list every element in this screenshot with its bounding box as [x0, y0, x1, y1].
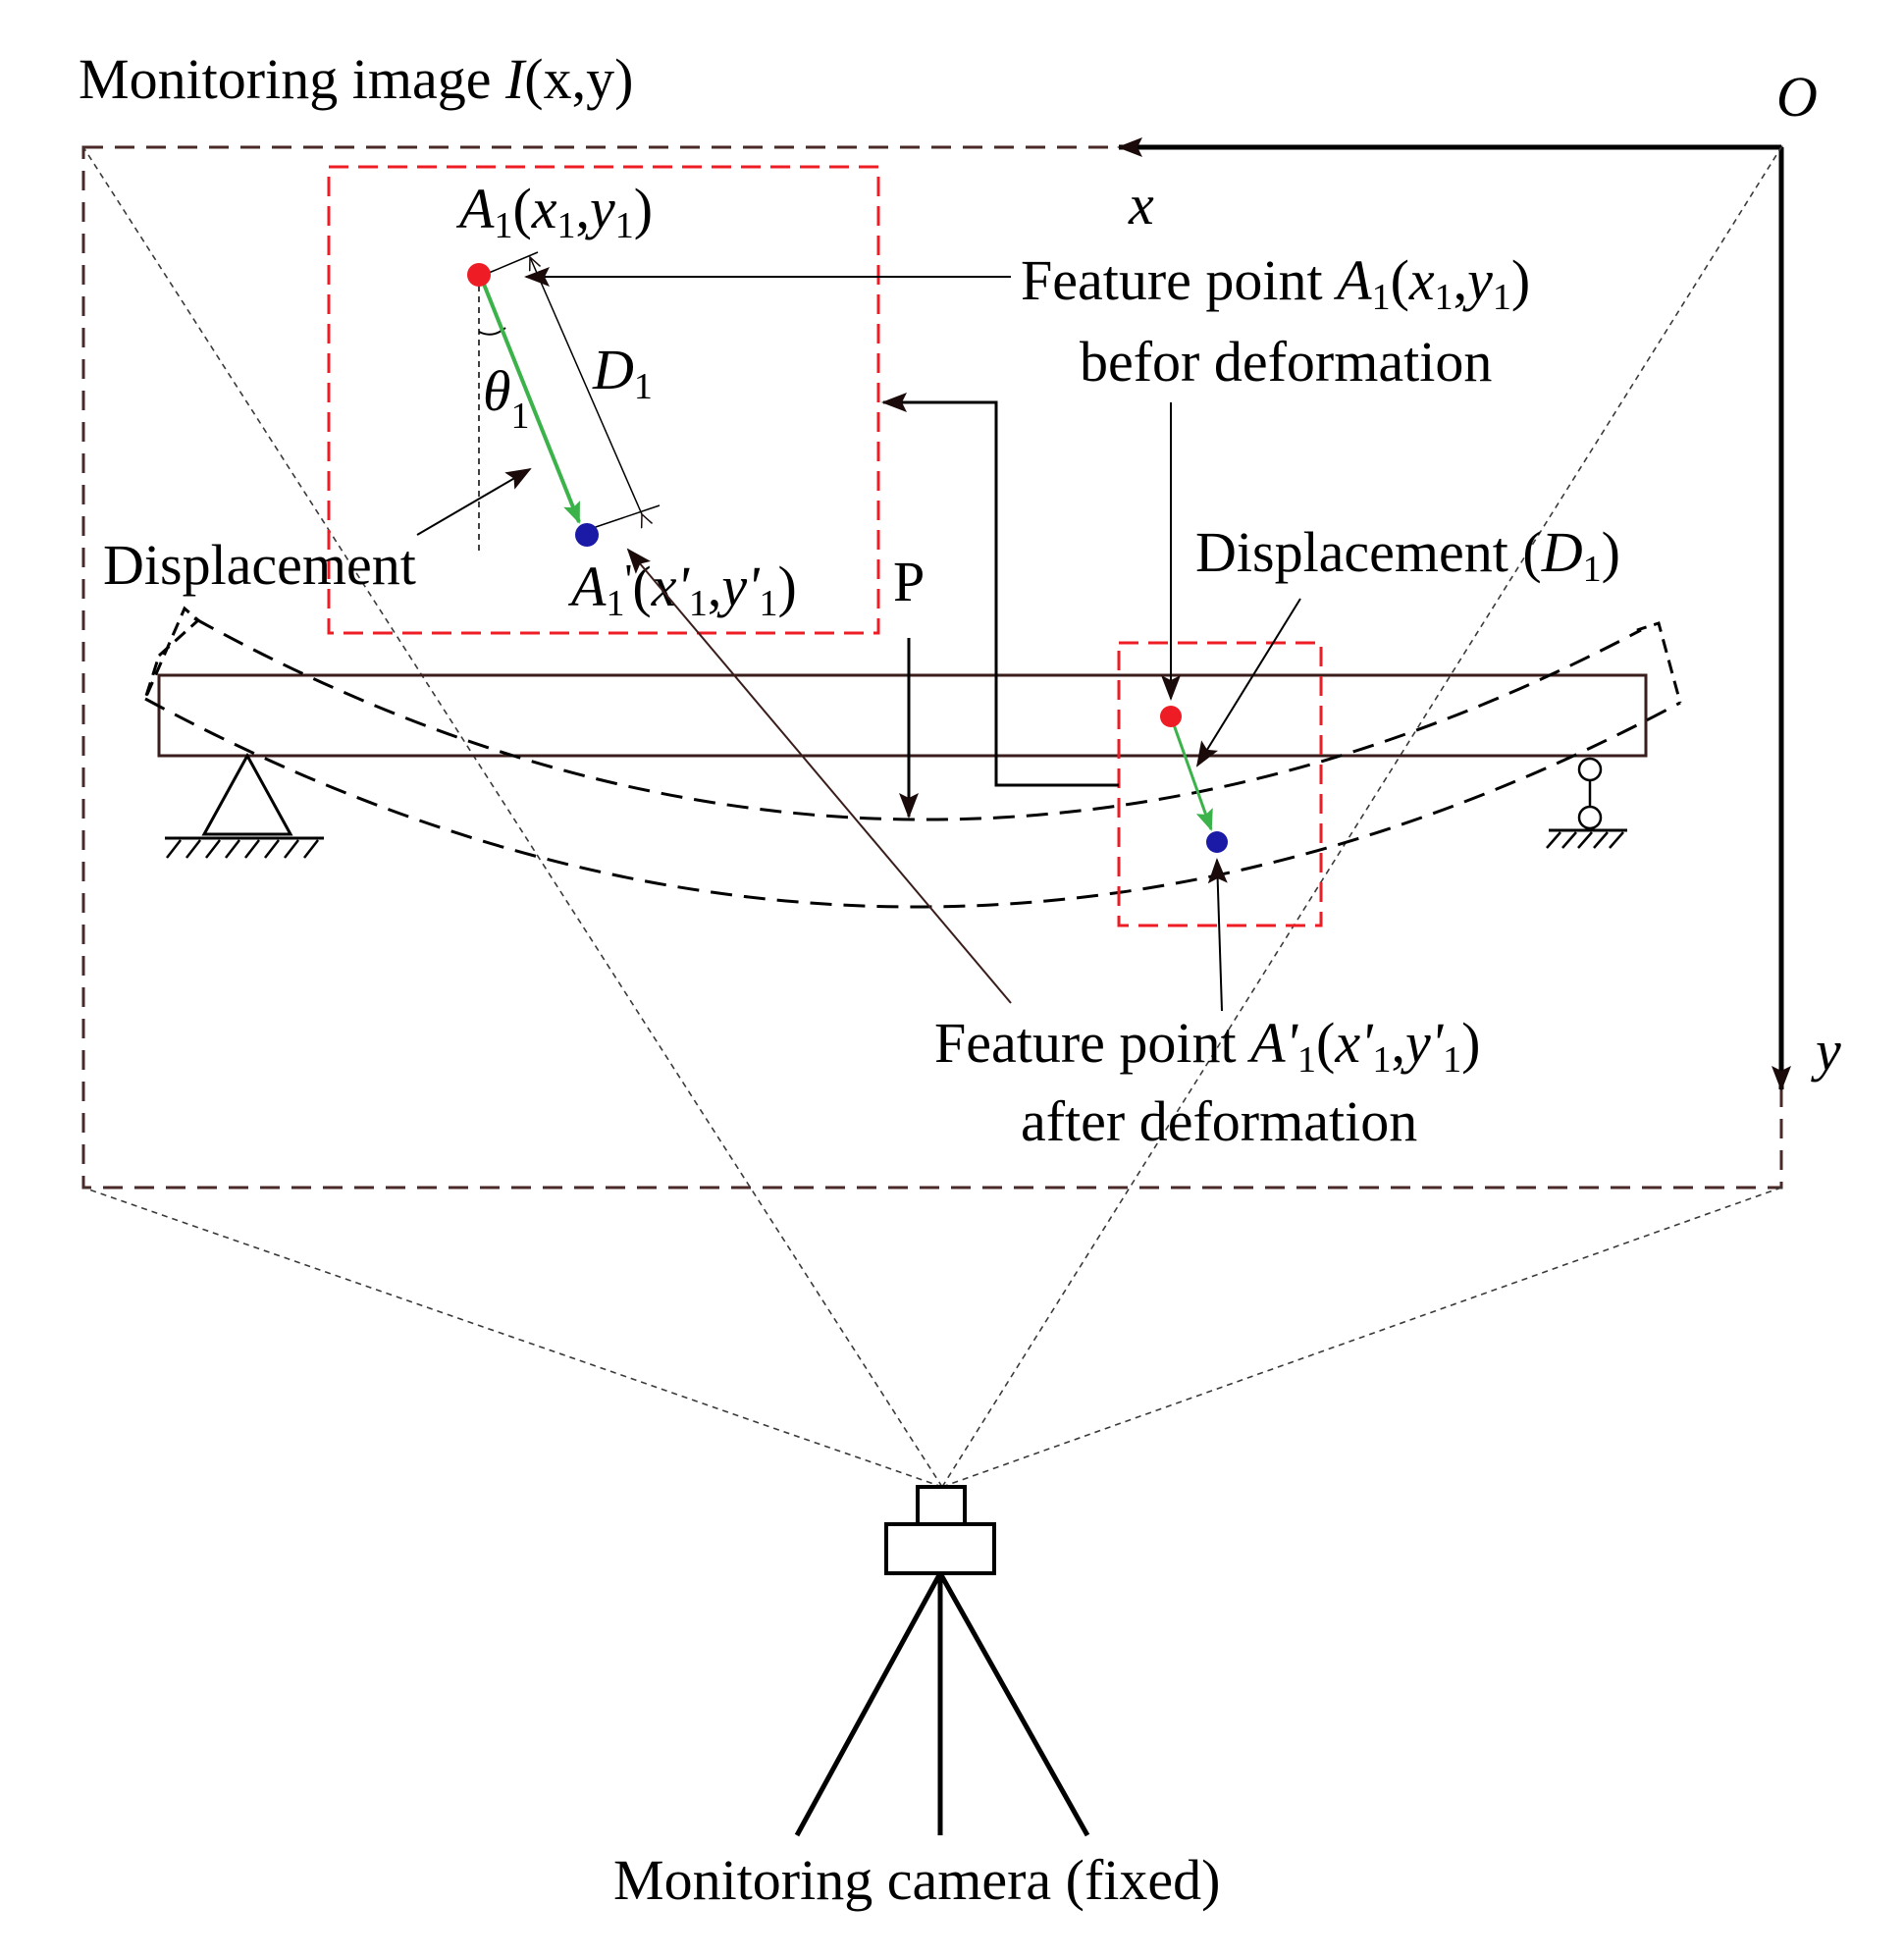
deformed-beam-end-right — [1636, 621, 1682, 704]
callout-after-to-beam — [1207, 858, 1228, 1012]
origin-label: O — [1776, 65, 1818, 129]
zoom-point-after — [575, 523, 599, 547]
zoom-connector — [881, 393, 1119, 787]
distance-ext-bottom — [586, 504, 661, 531]
view-ray — [82, 1187, 943, 1488]
zoom-point-before-label: A1(x1,y1) — [455, 177, 653, 246]
zoom-panel: A1(x1,y1) A1'(x'1,y'1) D1 θ1 Displacemen… — [103, 165, 880, 635]
deformed-beam-bottom-curve — [144, 697, 1681, 909]
feature-before-line1: Feature point A1(x1,y1) — [1021, 248, 1530, 318]
feature-after-line2: after deformation — [1021, 1089, 1417, 1153]
load-p: P — [893, 550, 925, 819]
beam — [143, 606, 1682, 909]
load-label: P — [893, 550, 925, 613]
pin-support-triangle — [201, 752, 293, 836]
zoom-displacement-label: Displacement — [103, 533, 416, 597]
camera-top — [916, 1485, 967, 1526]
beam-point-before — [1160, 706, 1182, 727]
beam-point-after — [1206, 831, 1228, 853]
distance-label: D1 — [592, 338, 653, 407]
roller-ground-hatching — [1546, 831, 1624, 849]
distance-ext-top — [488, 251, 539, 274]
y-axis-label: y — [1811, 1019, 1841, 1083]
view-ray — [941, 1187, 1782, 1488]
callout-displacement: Displacement (D1) — [1195, 520, 1620, 767]
displacement-d1-label: Displacement (D1) — [1195, 520, 1620, 590]
callout-feature-after: Feature point A'1(x'1,y'1) after deforma… — [626, 548, 1480, 1153]
view-ray — [941, 146, 1782, 1488]
roller-top — [1577, 757, 1603, 782]
deformed-beam-end-left — [143, 606, 201, 700]
beam-region-box — [1117, 641, 1323, 927]
x-axis-label: x — [1128, 173, 1154, 237]
roller-bottom — [1577, 805, 1603, 830]
zoom-point-after-label: A1'(x'1,y'1) — [567, 555, 797, 624]
feature-after-line1: Feature point A'1(x'1,y'1) — [934, 1011, 1480, 1081]
zoom-box — [327, 165, 880, 635]
title-label: Monitoring image I(x,y) — [79, 47, 633, 111]
camera-view-rays — [82, 146, 1782, 1488]
roller-support — [1546, 757, 1627, 849]
beam-displacement-vector — [1169, 715, 1213, 831]
monitoring-camera: Monitoring camera (fixed) — [613, 1485, 1220, 1912]
deformed-beam-top-curve — [193, 616, 1642, 821]
zoom-point-before — [467, 263, 491, 287]
tripod — [794, 1571, 1090, 1837]
callout-after-to-zoom — [626, 548, 1012, 1004]
callout-displacement-arrow — [1195, 598, 1301, 767]
distance-dimension-line — [530, 257, 642, 514]
image-axes: O x y — [1117, 65, 1841, 1091]
beam-feature-region — [1117, 641, 1323, 927]
ground-hatching — [166, 839, 319, 859]
camera-label: Monitoring camera (fixed) — [613, 1848, 1220, 1912]
feature-before-line2: befor deformation — [1080, 330, 1492, 394]
angle-label: θ1 — [483, 359, 530, 437]
callout-feature-before: Feature point A1(x1,y1) befor deformatio… — [524, 248, 1530, 701]
displacement-callout-arrow — [416, 467, 532, 536]
beam-body — [157, 673, 1648, 758]
camera-body — [884, 1522, 996, 1575]
pin-support — [165, 752, 324, 859]
